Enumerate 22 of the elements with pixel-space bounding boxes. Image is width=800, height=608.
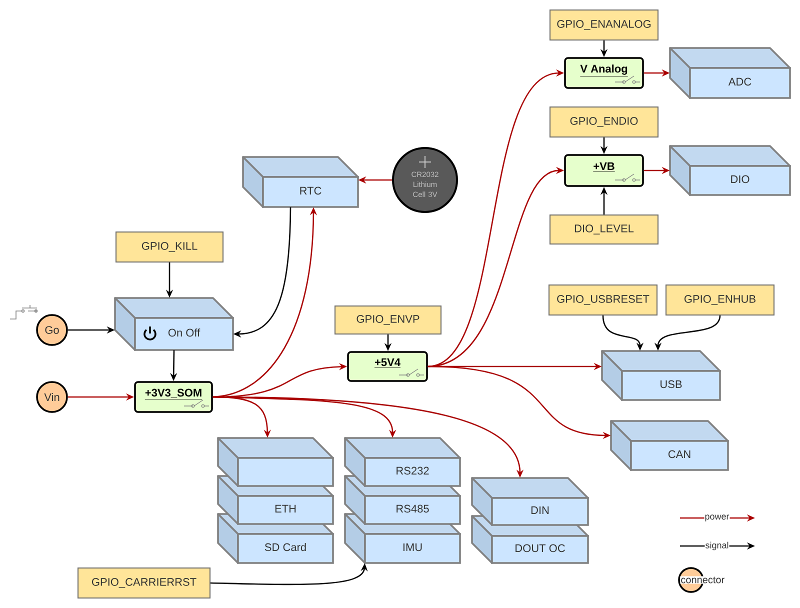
module-block: RS232 <box>344 437 461 487</box>
switch-box: +3V3_SOM <box>134 381 213 413</box>
module-block: ADC <box>669 47 791 99</box>
signal-box: DIO_LEVEL <box>550 214 658 244</box>
signal-box: GPIO_USBRESET <box>548 284 658 316</box>
module-block: CAN <box>610 420 729 471</box>
module-block: USB <box>601 350 721 401</box>
module-block <box>217 437 334 487</box>
signal-box: GPIO_KILL <box>116 232 224 262</box>
signal-box: GPIO_CARRIERRST <box>78 568 210 598</box>
signal-box: GPIO_ENHUB <box>666 284 774 316</box>
signal-box: GPIO_ENANALOG <box>550 10 658 40</box>
signal-box: GPIO_ENVP <box>334 306 442 334</box>
module-block: On Off <box>114 297 234 351</box>
module-block: RTC <box>242 156 359 208</box>
module-block: DIN <box>471 477 589 526</box>
switch-box: V Analog <box>564 57 644 89</box>
legend-entry: connector <box>678 567 726 593</box>
switch-box: +5V4 <box>347 351 428 382</box>
module-block: DIO <box>669 145 791 196</box>
signal-box: GPIO_ENDIO <box>550 106 658 138</box>
switch-box: +VB <box>564 154 644 187</box>
